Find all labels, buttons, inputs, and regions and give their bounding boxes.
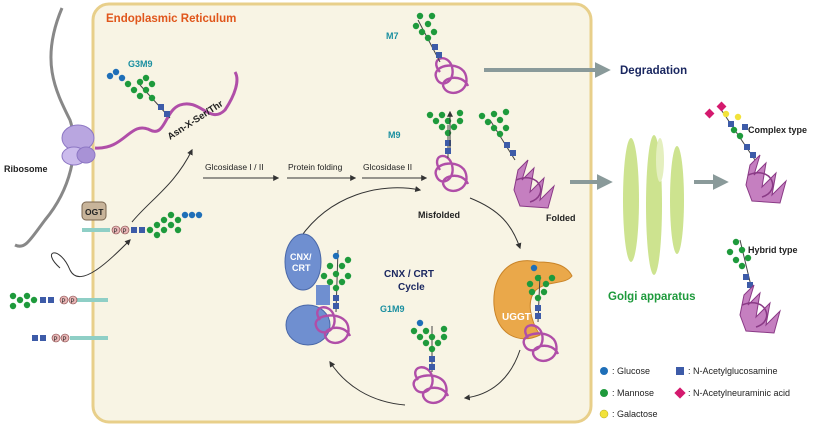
uggt-label: UGGT (502, 312, 531, 323)
cycle-label-1: CNX / CRT (384, 269, 434, 280)
ribosome-label: Ribosome (4, 164, 48, 174)
legend-glucose-icon (600, 367, 608, 375)
nascent-peptide (94, 71, 239, 150)
m7-label: M7 (386, 31, 399, 41)
arrow-uggt-to-g1m9 (463, 349, 521, 401)
arrow-to-uggt (469, 197, 522, 250)
arrow-g1m9-to-cnx (329, 360, 406, 406)
svg-text:P: P (63, 337, 67, 343)
legend-galactose-icon (599, 409, 609, 419)
hybrid-glycan (726, 238, 753, 291)
complex-label: Complex type (748, 125, 807, 135)
protein-cnx (314, 249, 352, 345)
golgi-apparatus (623, 135, 684, 275)
ogt-box (81, 201, 107, 221)
misfolded-label: Misfolded (418, 210, 460, 220)
legend-mannose-icon (600, 389, 608, 397)
legend-neuac-icon (674, 387, 686, 399)
legend-glucose-label: : Glucose (612, 366, 650, 376)
legend: : Glucose : Mannose : Galactose : N-Acet… (599, 366, 790, 419)
protein-m7 (412, 12, 470, 95)
protein-g1m9 (410, 319, 450, 405)
glcI-label: Glcosidase I / II (205, 162, 264, 172)
protein-complex (745, 154, 787, 204)
g3m9-label: G3M9 (128, 59, 153, 69)
legend-neuac-label: : N-Acetylneuraminic acid (688, 388, 790, 398)
legend-glcnac-icon (676, 367, 684, 375)
ribosome-icon (61, 124, 96, 166)
degradation-label: Degradation (620, 65, 687, 77)
dolichol-glycan-2: P P (9, 292, 108, 310)
svg-text:P: P (123, 229, 127, 235)
glcII-label: Glcosidase II (363, 162, 412, 172)
cnx-label-2: CRT (292, 263, 311, 273)
glycan-uggt (526, 264, 556, 323)
protein-m9 (426, 109, 470, 193)
er-title: Endoplasmic Reticulum (106, 13, 236, 25)
complex-glycan (704, 101, 756, 161)
protein-uggt (522, 324, 560, 363)
folding-label: Protein folding (288, 162, 343, 172)
legend-galactose-label: : Galactose (612, 409, 658, 419)
arrow-cnx-to-m9 (299, 186, 422, 239)
g1m9-label: G1M9 (380, 304, 405, 314)
golgi-label: Golgi apparatus (608, 291, 696, 303)
cnx-crt-chaperone (284, 233, 331, 346)
svg-text:P: P (71, 299, 75, 305)
dolichol-glycan-1: P P (82, 211, 203, 239)
cnx-label-1: CNX/ (290, 252, 312, 262)
protein-hybrid (739, 284, 781, 334)
svg-text:P: P (54, 337, 58, 343)
svg-text:P: P (114, 229, 118, 235)
svg-text:P: P (62, 299, 66, 305)
hybrid-label: Hybrid type (748, 245, 798, 255)
m9-label: M9 (388, 130, 401, 140)
arrow-flip (50, 239, 131, 277)
membrane-line (14, 7, 76, 248)
glycan-g3m9 (106, 68, 171, 119)
legend-mannose-label: : Mannose (612, 388, 654, 398)
dolichol-glycan-3: P P (32, 333, 108, 343)
ogt-label: OGT (85, 207, 104, 217)
cycle-label-2: Cycle (398, 282, 425, 293)
folded-label: Folded (546, 213, 576, 223)
arrow-transfer (131, 148, 193, 223)
protein-folded (478, 108, 555, 209)
legend-glcnac-label: : N-Acetylglucosamine (688, 366, 778, 376)
